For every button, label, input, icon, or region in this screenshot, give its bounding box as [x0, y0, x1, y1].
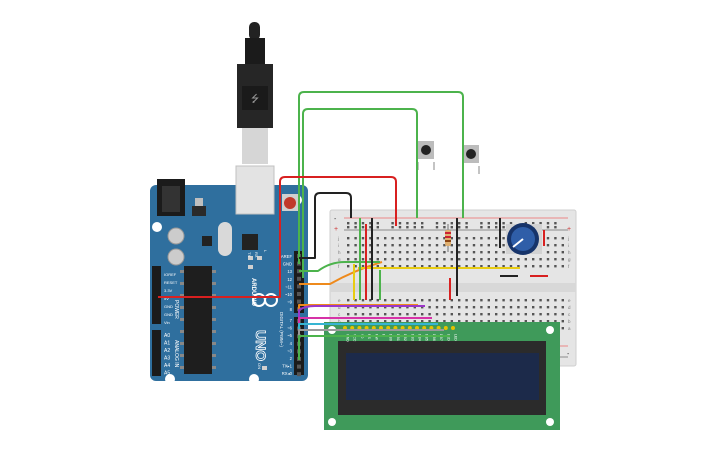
digital-pin-label: ~11 [285, 284, 292, 289]
power-pin-labels: IOREF RESET 3.3V 5V GND GND Vin [164, 272, 178, 325]
pushbutton-left[interactable] [417, 141, 435, 170]
power-label: POWER [173, 300, 179, 319]
digital-pin-label: AREF [281, 254, 293, 259]
row-letter: c [338, 312, 341, 317]
lcd-pin-label: LED [454, 334, 458, 341]
lcd-pin-label: DB4 [418, 334, 422, 341]
rail-minus-top: - [334, 216, 337, 223]
digital-pin-label: 2 [290, 356, 293, 361]
wire-green-button-right [298, 91, 464, 264]
analog-pin-label: A5 [164, 371, 170, 377]
on-led-label: ON [257, 363, 262, 369]
analog-pin-label: A2 [164, 348, 170, 354]
digital-pin-label: 12 [287, 277, 292, 282]
lcd-pin-label: DB6 [432, 334, 436, 341]
row-letter: e [568, 298, 571, 303]
analog-pin-label: A1 [164, 341, 170, 347]
board-model: ARDUINO [250, 278, 256, 306]
row-letter: j [567, 236, 569, 241]
row-letter: h [568, 250, 571, 255]
power-pin-label: Vin [164, 320, 170, 325]
lcd-pin-label: DB0 [389, 334, 393, 341]
digital-pin-label: ~9 [287, 300, 292, 305]
row-letter: f [568, 264, 570, 269]
row-letter: d [338, 305, 341, 310]
lcd-pin-label: DB5 [425, 334, 429, 341]
wire-green-lcd [298, 335, 450, 360]
digital-pin-label: GND [283, 262, 292, 267]
resistor [445, 224, 451, 252]
wire-red-5v [158, 176, 397, 298]
row-letter: b [338, 319, 341, 324]
analog-pin-label: A3 [164, 356, 170, 362]
power-pin-label: GND [164, 304, 173, 309]
digital-pin-label: RX◂0 [282, 371, 293, 376]
arduino-board: UNO ARDUINO DIGITAL (PWM~) POWER ANALOG … [150, 165, 308, 384]
potentiometer[interactable] [506, 223, 542, 255]
wire-orange [299, 261, 383, 285]
digital-pin-label: TX▸1 [282, 364, 292, 369]
row-letter: g [338, 257, 341, 262]
lcd-pin-label: LED [446, 334, 450, 341]
pushbutton-right[interactable] [462, 145, 480, 174]
analog-pin-label: A4 [164, 363, 170, 369]
row-letter: e [338, 298, 341, 303]
row-letter: b [568, 319, 571, 324]
lcd-pin-label: RW [374, 334, 378, 340]
digital-pin-label: 4 [290, 341, 293, 346]
breadboard-row-letters: jjiihhggffeeddccbbaa [337, 236, 571, 331]
row-letter: h [338, 250, 341, 255]
l-led-label: L [263, 250, 268, 253]
power-pin-label: 5V [164, 296, 169, 301]
lcd-pin-label: DB2 [403, 334, 407, 341]
row-letter: g [568, 257, 571, 262]
digital-pin-label: ~5 [287, 333, 292, 338]
power-pin-label: GND [164, 312, 173, 317]
wire-green-button-left [302, 108, 418, 278]
lcd-screen [346, 353, 539, 400]
analog-label: ANALOG IN [173, 340, 179, 368]
board-brand: UNO [253, 330, 269, 361]
power-pin-label: 3.3V [164, 288, 173, 293]
row-letter: i [338, 243, 339, 248]
analog-pin-label: A0 [164, 333, 170, 339]
wire-green-pin12 [299, 261, 380, 272]
rail-minus-bottom: - [567, 351, 570, 358]
digital-pin-label: 7 [290, 318, 293, 323]
lcd-pin-label: DB7 [439, 334, 443, 341]
row-letter: c [568, 312, 571, 317]
digital-pin-label: ~3 [287, 348, 292, 353]
lcd-pin [451, 326, 455, 330]
lcd-pin-label: DB1 [396, 334, 400, 341]
digital-pin-label: ~10 [285, 292, 293, 297]
row-letter: a [568, 326, 571, 331]
digital-pin-label: 8 [290, 307, 293, 312]
lcd-pin-label: DB3 [410, 334, 414, 341]
lcd-pin-label: VCC [353, 334, 357, 342]
rail-plus-top: + [334, 226, 338, 233]
row-letter: j [337, 236, 339, 241]
wires [158, 91, 548, 360]
digital-label: DIGITAL (PWM~) [279, 312, 284, 347]
lcd-pin [443, 326, 448, 330]
digital-pin-label: ~6 [287, 326, 292, 331]
lcd-pin-label: GND [346, 334, 350, 342]
power-pin-label: IOREF [164, 272, 177, 277]
svg-text:⭍: ⭍ [251, 93, 259, 105]
row-letter: i [568, 243, 569, 248]
rail-plus-bottom: + [567, 226, 571, 233]
wire-purple-lcd [298, 305, 425, 336]
power-pin-label: RESET [164, 280, 178, 285]
row-letter: f [338, 264, 340, 269]
tx-label: TX [247, 252, 252, 257]
digital-pin-label: 13 [287, 269, 292, 274]
wire-black-gnd [299, 192, 352, 259]
row-letter: d [568, 305, 571, 310]
rx-label: RX [254, 252, 259, 258]
